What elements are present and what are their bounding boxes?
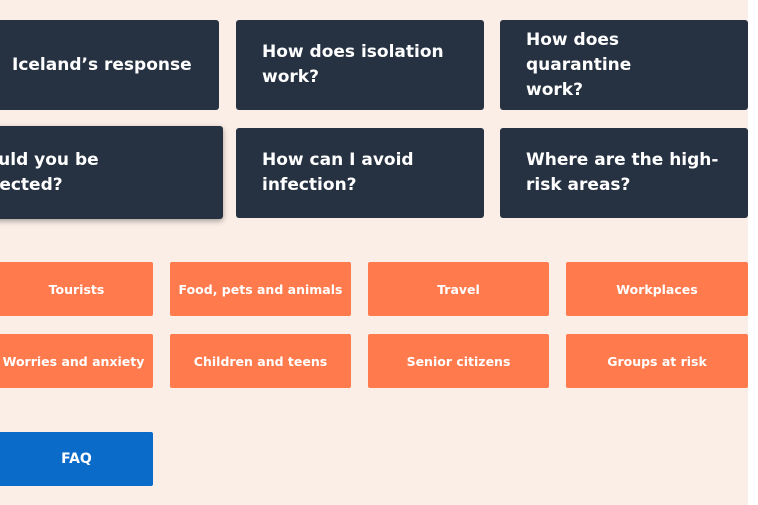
- page-edge: [748, 0, 758, 505]
- faq-button-label: FAQ: [61, 451, 92, 467]
- topic-button-worries-anxiety[interactable]: Worries and anxiety: [0, 334, 153, 388]
- topic-button-label: Travel: [437, 281, 480, 297]
- question-card-high-risk-areas[interactable]: Where are the high- risk areas?: [500, 128, 748, 218]
- question-card-label: Iceland’s response: [12, 54, 192, 75]
- topic-button-label: Tourists: [48, 281, 105, 297]
- topic-button-label: Senior citizens: [406, 353, 511, 369]
- question-card-label: How does quarantine work?: [526, 29, 632, 100]
- topic-button-tourists[interactable]: Tourists: [0, 262, 153, 316]
- topic-button-senior-citizens[interactable]: Senior citizens: [368, 334, 549, 388]
- question-card-label: How can I avoid infection?: [262, 150, 414, 195]
- topic-button-travel[interactable]: Travel: [368, 262, 549, 316]
- topic-button-label: Food, pets and animals: [178, 281, 343, 297]
- topic-button-label: Children and teens: [193, 353, 328, 369]
- topic-button-children-teens[interactable]: Children and teens: [170, 334, 351, 388]
- topic-button-workplaces[interactable]: Workplaces: [566, 262, 748, 316]
- topic-button-label: Groups at risk: [607, 353, 707, 369]
- question-card-avoid-infection[interactable]: How can I avoid infection?: [236, 128, 484, 218]
- question-card-could-you-be-infected[interactable]: Could you be infected?: [0, 126, 223, 219]
- question-card-label: Where are the high- risk areas?: [526, 150, 719, 195]
- faq-button[interactable]: FAQ: [0, 432, 153, 486]
- question-card-label: Could you be infected?: [0, 149, 99, 195]
- question-card-label: How does isolation work?: [262, 42, 444, 87]
- question-card-quarantine[interactable]: How does quarantine work?: [500, 20, 748, 110]
- question-card-isolation[interactable]: How does isolation work?: [236, 20, 484, 110]
- topic-button-groups-at-risk[interactable]: Groups at risk: [566, 334, 748, 388]
- question-card-icelands-response[interactable]: Iceland’s response: [0, 20, 219, 110]
- topic-button-food-pets-animals[interactable]: Food, pets and animals: [170, 262, 351, 316]
- topic-button-label: Workplaces: [616, 281, 698, 297]
- topic-button-label: Worries and anxiety: [2, 353, 145, 369]
